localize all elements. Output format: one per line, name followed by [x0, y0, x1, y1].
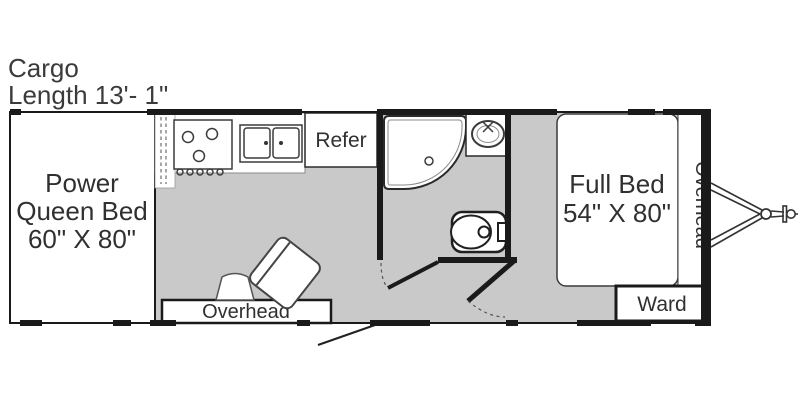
wardrobe-label: Ward [637, 293, 686, 316]
stove [173, 119, 233, 176]
overhead-cabinet-label: Overhead [202, 301, 290, 323]
pantry-cabinet [154, 112, 176, 189]
right-wall [701, 109, 711, 326]
stove-burner [192, 149, 206, 163]
kitchen-sink [239, 124, 303, 163]
queen-bed-label-line3: 60" X 80" [28, 224, 136, 254]
bathroom-wall-right [505, 112, 511, 260]
refrigerator-label: Refer [315, 129, 366, 152]
ottoman [215, 272, 255, 301]
toilet [450, 210, 508, 254]
sink-drain [279, 141, 283, 145]
queen-bed-label-line2: Queen Bed [16, 196, 148, 226]
faucet-cross-icon [482, 121, 494, 133]
full-bed-label: Full Bed 54" X 80" [563, 169, 671, 228]
wardrobe-box [614, 284, 710, 323]
cargo-length-label: Cargo Length 13'- 1" [8, 53, 168, 110]
chair [249, 236, 321, 310]
bathroom-wall-bottom [438, 257, 517, 263]
bathroom-door [387, 260, 439, 290]
chair-backrest [255, 241, 291, 286]
hitch-jack [782, 205, 788, 223]
sink-basin [243, 127, 271, 159]
entry-angled-wall [466, 259, 516, 303]
wardrobe: Ward [614, 284, 710, 323]
stove-knob [216, 168, 224, 176]
stove-knob [176, 168, 184, 176]
stove-knob [196, 168, 204, 176]
queen-bed-room [9, 111, 156, 324]
hitch-coupler [760, 208, 772, 220]
shower-drain [424, 156, 434, 166]
queen-bed-label-line1: Power [45, 168, 119, 198]
stove-knob [186, 168, 194, 176]
hitch [710, 182, 798, 248]
kitchen-overhead-cabinet: Overhead [160, 298, 333, 325]
entry-door-swing [467, 300, 506, 318]
stove-burner [205, 127, 219, 141]
full-bed-label-line2: 54" X 80" [563, 198, 671, 228]
stove-knob [206, 168, 214, 176]
full-bed-label-line1: Full Bed [569, 169, 664, 199]
entry-door-open-leaf [317, 323, 376, 347]
toilet-flush [477, 225, 491, 239]
stove-burner [181, 130, 195, 144]
refrigerator: Refer [304, 112, 378, 168]
bathroom-door-swing [380, 262, 388, 288]
sink-drain [264, 141, 268, 145]
bathroom-wall-left [377, 112, 383, 260]
top-wall-segments [10, 109, 711, 115]
hitch-ball [785, 209, 796, 220]
bedroom-overhead-strip [677, 112, 704, 287]
sink-basin [272, 127, 300, 159]
cargo-title-line2: Length 13'- 1" [8, 80, 168, 110]
refrigerator-box [304, 112, 378, 168]
queen-bed-label: Power Queen Bed 60" X 80" [16, 168, 148, 254]
cargo-title-line1: Cargo [8, 53, 79, 83]
bathroom-sink [465, 112, 511, 157]
